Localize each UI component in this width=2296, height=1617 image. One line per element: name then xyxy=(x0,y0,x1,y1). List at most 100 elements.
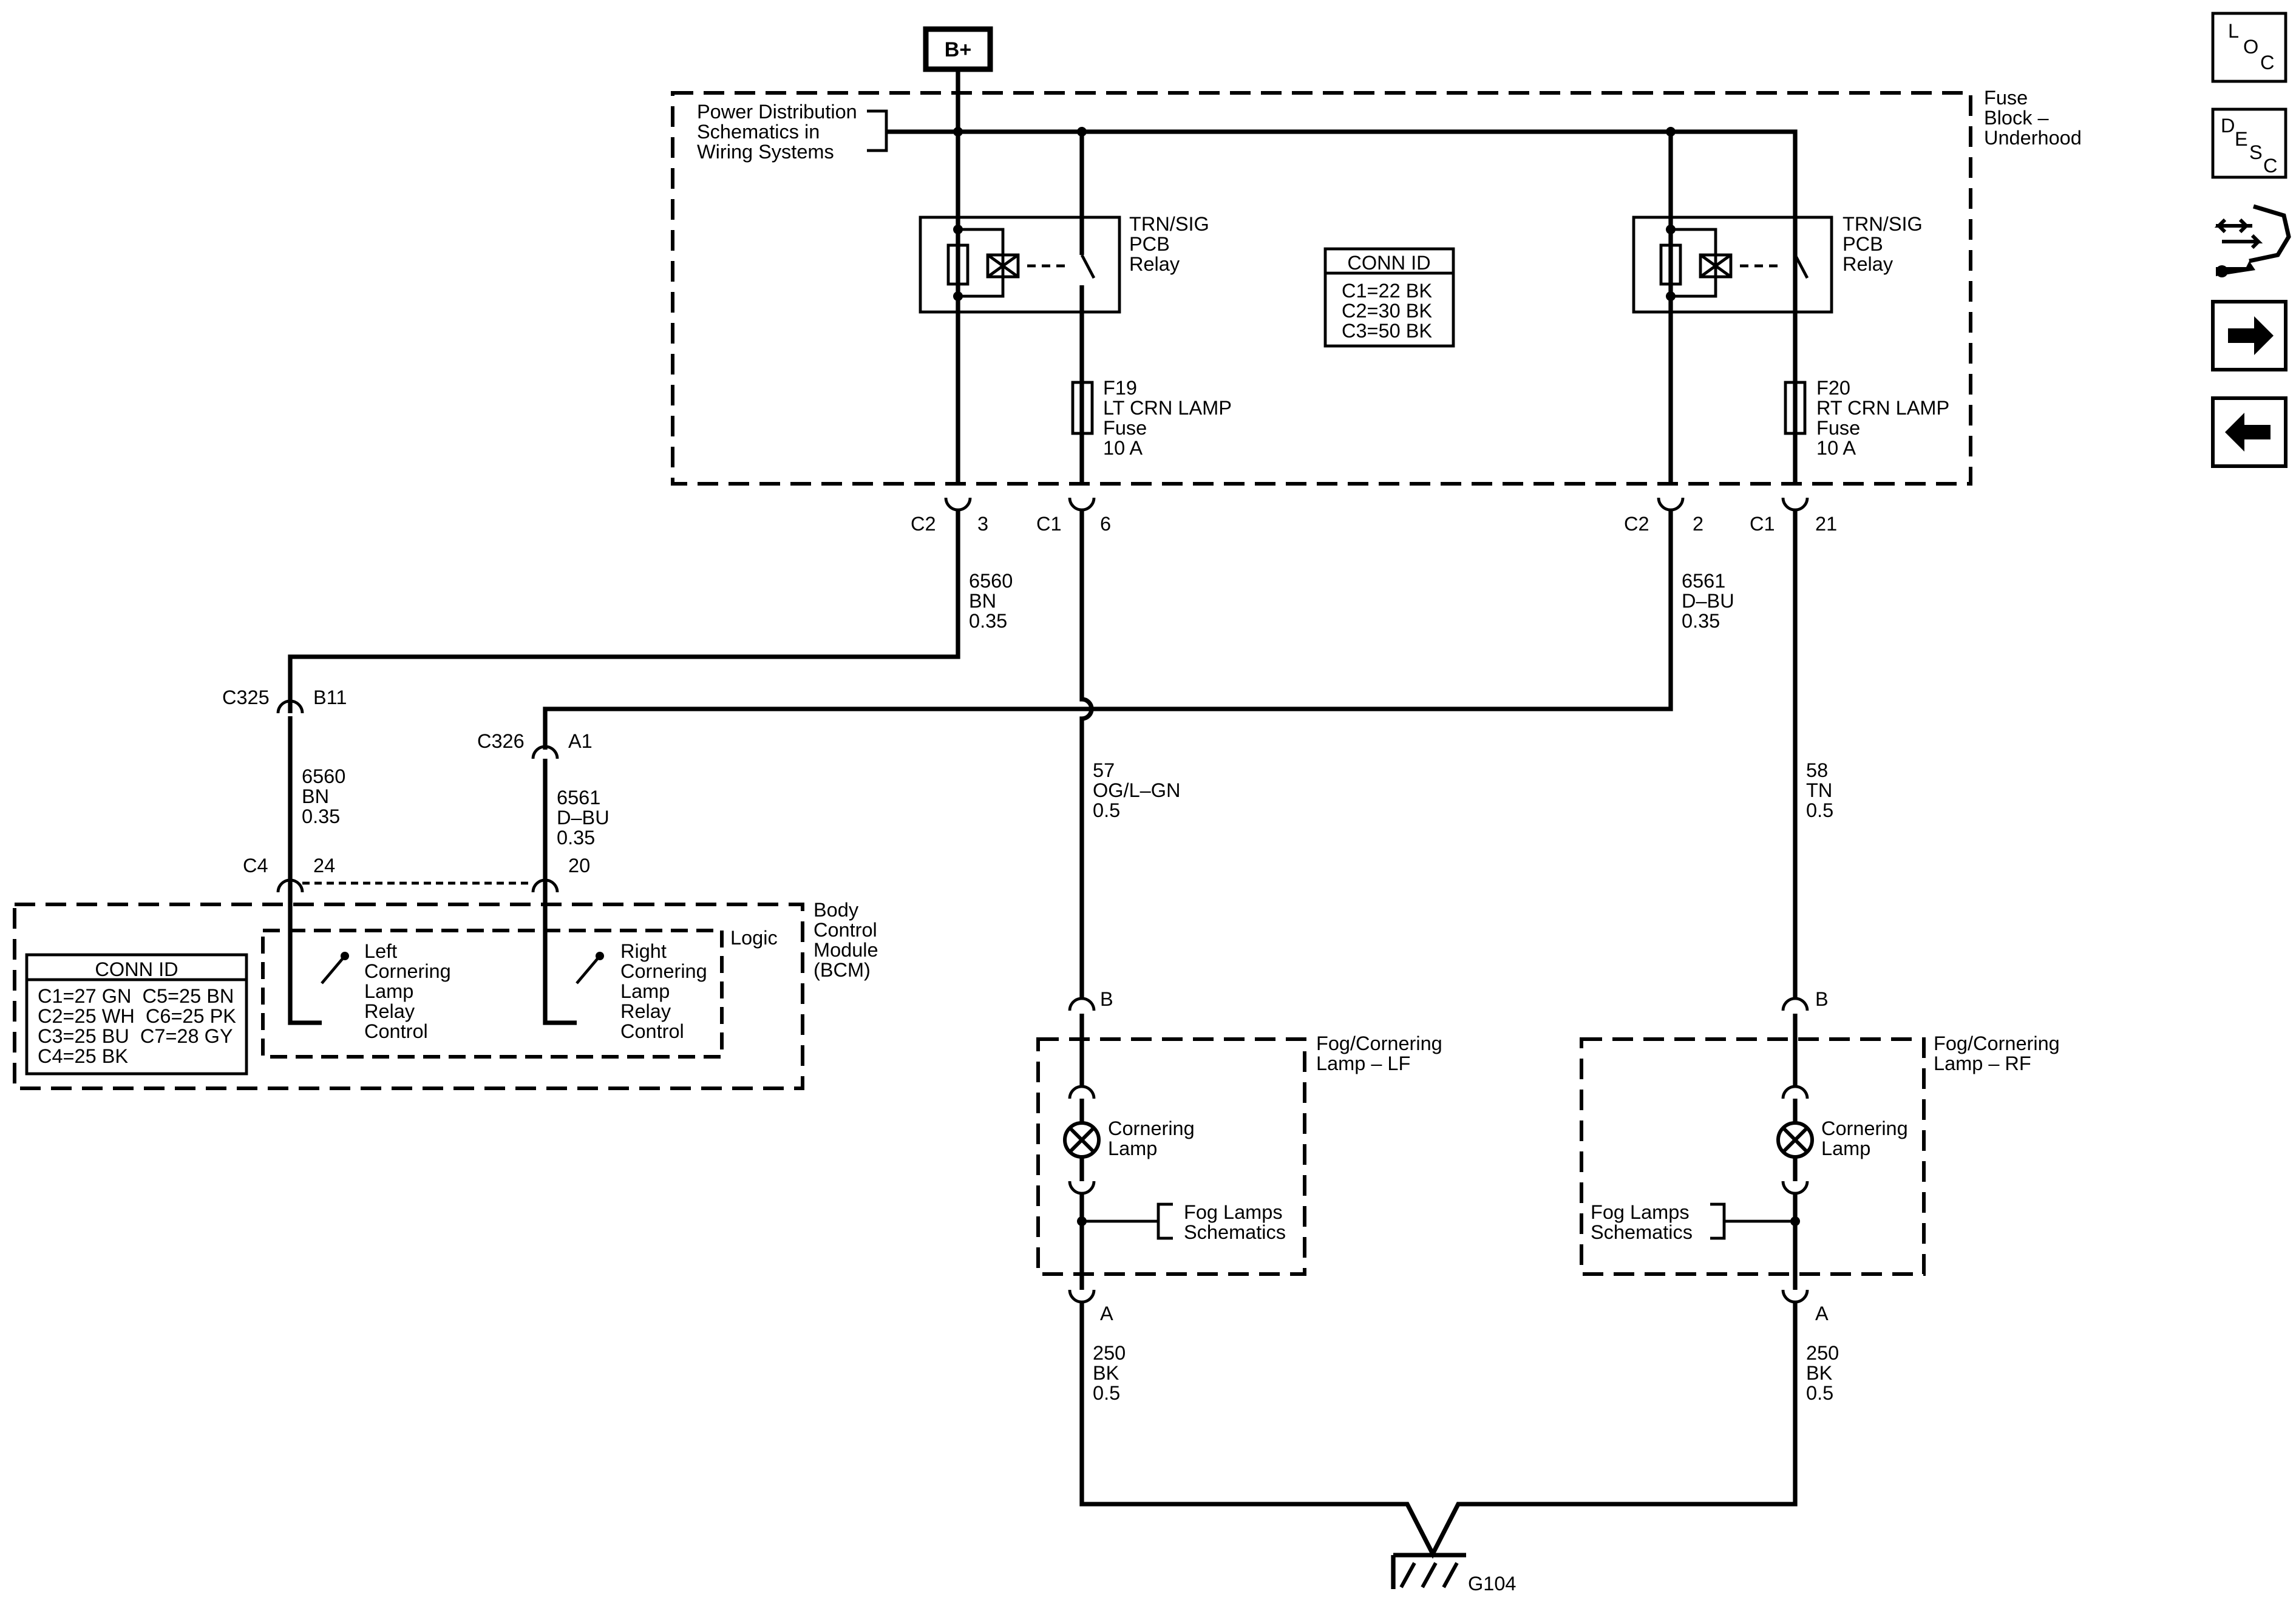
bcm-logic-outline xyxy=(261,929,724,1059)
fuse-f19 xyxy=(1071,381,1094,435)
right-control-label: Right Cornering Lamp Relay Control xyxy=(620,940,713,1042)
svg-text:C1=27 GN C5=25 BN C2=25: C1=27 GN C5=25 BN C2=25 WH C6=25 PK C3=2… xyxy=(0,0,274,1067)
connector-c1-6-conn: C1 xyxy=(1036,513,1062,535)
fuse-f19-label: F19 LT CRN LAMP Fuse 10 A xyxy=(1103,377,1237,459)
left-control-label: Left Cornering Lamp Relay Control xyxy=(364,940,457,1042)
left-control-switch xyxy=(321,955,346,985)
wire-6561-top-label: 6561 D–BU 0.35 xyxy=(1682,570,1740,632)
connector-c4-conn: C4 xyxy=(243,855,268,876)
connector-c2-3-conn: C2 xyxy=(911,513,936,535)
lf-fog-ref-bracket xyxy=(1156,1202,1173,1240)
lamp-rf-outline xyxy=(1580,1037,1926,1276)
connector-c326 xyxy=(531,745,559,759)
ground-g104-label: G104 xyxy=(1468,1573,1517,1595)
wire-6561-bcm-label: 6561 D–BU 0.35 xyxy=(557,787,615,849)
loc-letter-o: O xyxy=(2243,36,2258,58)
fuse-f20 xyxy=(1784,381,1807,435)
b-plus-label: B+ xyxy=(945,38,971,61)
right-control-switch xyxy=(576,955,601,985)
connector-c1-6 xyxy=(1068,497,1096,512)
relay-right xyxy=(1632,215,1833,314)
cornering-lamp-lf-label: Cornering Lamp xyxy=(1108,1117,1200,1159)
connector-lf-b xyxy=(1068,997,1096,1011)
right-control-switch-wire xyxy=(543,892,577,1025)
battery-supply: B+ xyxy=(923,26,993,72)
power-bus xyxy=(886,129,1798,486)
svg-text:CONN ID: CONN ID xyxy=(95,958,178,980)
connector-c325-pin: B11 xyxy=(313,686,347,708)
connector-c2-2-pin: 2 xyxy=(1693,513,1703,535)
lamp-lf-name: Fog/Cornering Lamp – LF xyxy=(1316,1032,1448,1074)
loc-letter-l: L xyxy=(2228,20,2239,42)
next-arrow-icon xyxy=(2228,316,2274,355)
connector-c326-pin: A1 xyxy=(568,730,593,752)
connector-end-view-button[interactable] xyxy=(2214,204,2291,277)
ground-wires xyxy=(1079,1302,1798,1559)
next-page-button[interactable] xyxy=(2211,300,2288,371)
connector-rf-b-pin: B xyxy=(1815,988,1829,1010)
previous-arrow-icon xyxy=(2225,413,2271,452)
connector-c1-21-conn: C1 xyxy=(1750,513,1775,535)
ground-g104-icon xyxy=(1391,1553,1466,1589)
wire-6560-bcm-label: 6560 BN 0.35 xyxy=(302,765,351,827)
connector-c1-21-pin: 21 xyxy=(1815,513,1837,535)
connector-c4-pin24: 24 xyxy=(313,855,335,876)
wire-250-left-label: 250 BK 0.5 xyxy=(1093,1342,1131,1404)
connector-c2-3-pin: 3 xyxy=(977,513,988,535)
connector-c2-2 xyxy=(1657,497,1685,512)
rf-fog-ref-bracket xyxy=(1710,1202,1726,1240)
wire-57 xyxy=(1079,510,1094,998)
rf-fog-lamps-ref: Fog Lamps Schematics xyxy=(1591,1201,1695,1243)
connector-rf-a-pin: A xyxy=(1815,1303,1829,1324)
wire-6561-top xyxy=(543,510,1673,750)
left-control-switch-wire xyxy=(288,892,322,1025)
relay-right-label: TRN/SIG PCB Relay xyxy=(1843,213,1928,275)
cornering-lamp-rf-label: Cornering Lamp xyxy=(1821,1117,1914,1159)
bcm-logic-label: Logic xyxy=(730,927,778,949)
desc-letter-s: S xyxy=(2249,141,2263,163)
connector-c325-conn: C325 xyxy=(222,686,270,708)
bcm-outline xyxy=(13,903,804,1090)
connector-c326-conn: C326 xyxy=(477,730,525,752)
connector-end-view-icon xyxy=(2214,204,2291,277)
bcm-name: Body Control Module (BCM) xyxy=(813,899,884,981)
relay-left-label: TRN/SIG PCB Relay xyxy=(1129,213,1215,275)
wire-57-label: 57 OG/L–GN 0.5 xyxy=(1093,759,1186,821)
lf-fog-lamps-ref: Fog Lamps Schematics xyxy=(1184,1201,1288,1243)
svg-text:CONN ID: CONN ID xyxy=(1347,252,1430,274)
lamp-lf-outline xyxy=(1036,1037,1306,1276)
desc-letter-e: E xyxy=(2235,128,2248,150)
power-distribution-ref: Power Distribution Schematics in Wiring … xyxy=(697,101,863,163)
location-button[interactable]: L O C xyxy=(2211,12,2288,83)
connector-c2-2-conn: C2 xyxy=(1624,513,1649,535)
relay-left xyxy=(919,215,1121,486)
connector-bcm-pin20: 20 xyxy=(568,855,590,876)
wire-6560-top-label: 6560 BN 0.35 xyxy=(969,570,1018,632)
desc-letter-c: C xyxy=(2263,155,2277,177)
connector-lf-b-pin: B xyxy=(1100,988,1113,1010)
description-button[interactable]: D E S C xyxy=(2211,107,2288,179)
connector-bcm-20 xyxy=(531,878,559,893)
desc-letter-d: D xyxy=(2221,115,2235,137)
power-ref-bracket xyxy=(867,109,888,152)
connector-c4-24 xyxy=(276,878,304,893)
fuse-block-outline xyxy=(671,91,1972,486)
connector-rf-a xyxy=(1781,1289,1809,1304)
fuse-block-name: Fuse Block – Underhood xyxy=(1984,87,2082,149)
connector-c1-21 xyxy=(1781,497,1809,512)
wire-250-right-label: 250 BK 0.5 xyxy=(1806,1342,1844,1404)
wire-58-label: 58 TN 0.5 xyxy=(1806,759,1838,821)
lamp-rf-name: Fog/Cornering Lamp – RF xyxy=(1934,1032,2065,1074)
connector-c325 xyxy=(276,699,304,714)
bcm-conn-id-table: CONN ID C1=27 GN C5=25 BN C2=25 WH C6=25… xyxy=(0,0,274,1076)
fuse-f20-label: F20 RT CRN LAMP Fuse 10 A xyxy=(1816,377,1955,459)
loc-letter-c: C xyxy=(2260,52,2274,73)
connector-c1-6-pin: 6 xyxy=(1100,513,1111,535)
previous-page-button[interactable] xyxy=(2211,396,2288,468)
connector-rf-b xyxy=(1781,997,1809,1011)
connector-lf-a-pin: A xyxy=(1100,1303,1113,1324)
wire-6560-top xyxy=(288,510,960,713)
